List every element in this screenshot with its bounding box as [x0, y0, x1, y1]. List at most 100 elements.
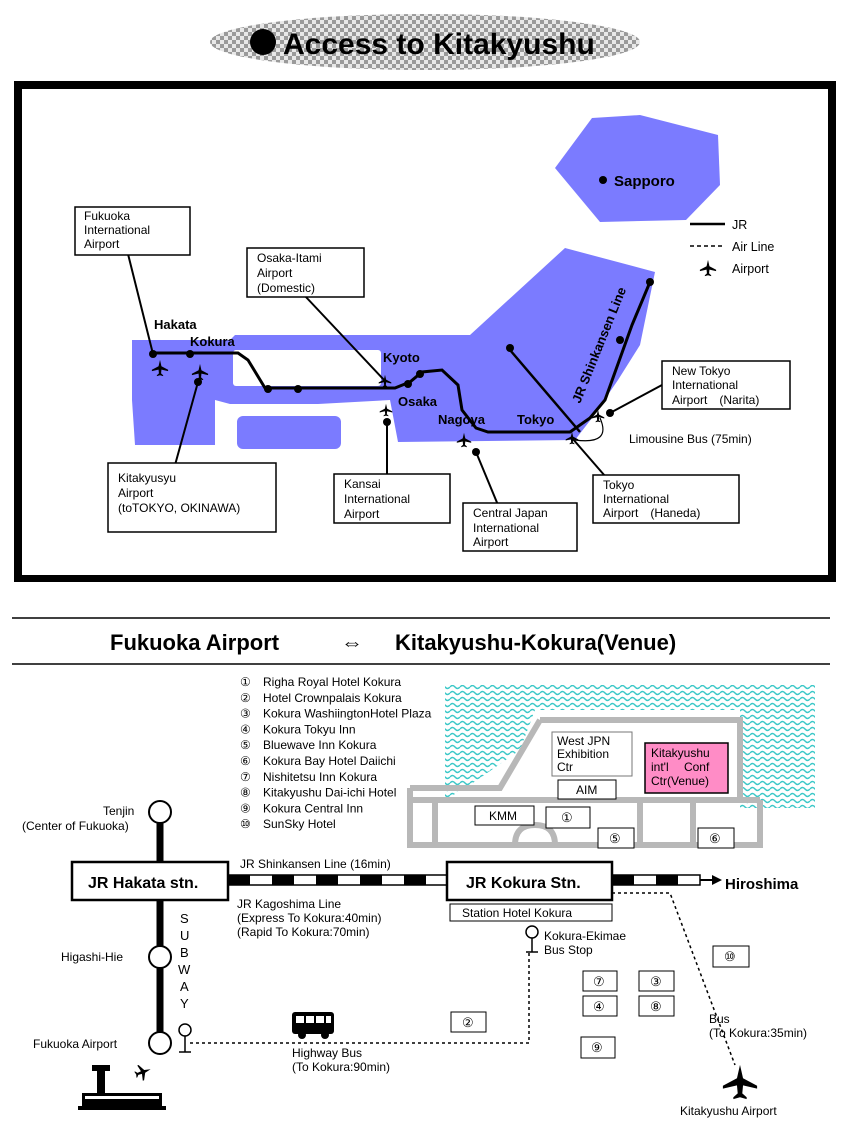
city-kyoto: Kyoto: [383, 350, 420, 365]
callout-central-japan: Central Japan International Airport: [462, 502, 578, 552]
hotel-number: ③: [240, 707, 251, 721]
hotel-name: Kokura Central Inn: [263, 801, 363, 815]
city-kokura: Kokura: [190, 334, 236, 349]
hotel-name: Kokura Bay Hotel Daiichi: [263, 754, 396, 768]
callout-kitakyusyu: Kitakyusyu Airport (toTOKYO, OKINAWA): [107, 462, 277, 533]
svg-text:(toTOKYO, OKINAWA): (toTOKYO, OKINAWA): [118, 501, 240, 515]
svg-text:②: ②: [462, 1015, 474, 1030]
honshu: [132, 248, 655, 445]
local-buildings: West JPN Exhibition Ctr Kitakyushu int'l…: [474, 731, 729, 826]
svg-text:Airport (Haneda): Airport (Haneda): [603, 506, 700, 520]
svg-text:int'l Conf: int'l Conf: [651, 760, 710, 774]
svg-text:Airport: Airport: [473, 535, 509, 549]
svg-text:Airport (Narita): Airport (Narita): [672, 393, 759, 407]
svg-text:Airport: Airport: [257, 266, 293, 280]
shikoku: [237, 416, 341, 449]
svg-text:Tenjin: Tenjin: [103, 804, 134, 818]
svg-text:JR Shinkansen Line (16min): JR Shinkansen Line (16min): [240, 857, 391, 871]
svg-text:Ctr(Venue): Ctr(Venue): [651, 774, 709, 788]
svg-text:⑤: ⑤: [609, 831, 621, 846]
jr-hakata-label: JR Hakata stn.: [88, 875, 198, 892]
hotel-number: ⑩: [240, 817, 251, 831]
svg-text:Fukuoka: Fukuoka: [84, 209, 130, 223]
map-legend: JR Air Line Airport: [690, 218, 774, 277]
airport-terminal-icon: [78, 1061, 166, 1110]
svg-text:International: International: [672, 378, 738, 392]
hotel-name: Kitakyushu Dai-ichi Hotel: [263, 786, 396, 800]
svg-text:B: B: [180, 945, 189, 960]
svg-text:JR Kagoshima Line: JR Kagoshima Line: [237, 897, 341, 911]
limousine-bus-label: Limousine Bus (75min): [629, 432, 752, 446]
train-labels: JR Shinkansen Line (16min) JR Kagoshima …: [237, 857, 391, 939]
jr-kokura-label: JR Kokura Stn.: [466, 875, 581, 892]
svg-text:Kokura-Ekimae: Kokura-Ekimae: [544, 929, 626, 943]
roads: [407, 717, 763, 848]
svg-text:New Tokyo: New Tokyo: [672, 364, 731, 378]
svg-text:A: A: [180, 979, 189, 994]
svg-text:W: W: [178, 962, 191, 977]
svg-text:④: ④: [593, 999, 605, 1014]
aim-label: AIM: [576, 783, 597, 797]
jr-stations: JR Hakata stn. JR Kokura Stn. Station Ho…: [70, 860, 614, 922]
svg-text:Kansai: Kansai: [344, 477, 381, 491]
svg-text:⑧: ⑧: [650, 999, 662, 1014]
svg-text:Airport: Airport: [732, 262, 769, 276]
svg-text:West JPN: West JPN: [557, 734, 610, 748]
svg-text:Tokyo: Tokyo: [603, 478, 635, 492]
svg-text:(Center of Fukuoka): (Center of Fukuoka): [22, 819, 129, 833]
subway-labels: Tenjin (Center of Fukuoka) Higashi-Hie F…: [22, 804, 134, 1051]
hotel-number: ⑥: [240, 754, 251, 768]
svg-text:(To Kokura:90min): (To Kokura:90min): [292, 1060, 390, 1074]
bus-icon: [292, 1012, 334, 1039]
kitakyushu-airport-icon: [722, 1064, 758, 1100]
hotel-number: ⑧: [240, 786, 251, 800]
hotel-number: ⑨: [240, 801, 251, 815]
svg-text:Bus Stop: Bus Stop: [544, 943, 593, 957]
jr-line: [155, 281, 652, 434]
bullet-icon: [250, 29, 276, 55]
title-banner: Access to Kitakyushu: [210, 14, 640, 70]
svg-text:Airport: Airport: [84, 237, 120, 251]
svg-text:(Domestic): (Domestic): [257, 281, 315, 295]
leader-lines: [127, 253, 663, 506]
kmm-label: KMM: [489, 809, 517, 823]
hotel-markers: ① ⑤ ⑥ ⑩ ⑦ ③ ④ ⑧ ⑨ ②: [450, 806, 750, 1059]
route-from: Fukuoka Airport: [110, 630, 280, 655]
bus-routes: [190, 892, 736, 1066]
svg-text:(Rapid To Kokura:70min): (Rapid To Kokura:70min): [237, 925, 370, 939]
svg-text:JR: JR: [732, 218, 747, 232]
svg-text:Bus: Bus: [709, 1012, 730, 1026]
hotel-name: Righa Royal Hotel Kokura: [263, 675, 401, 689]
route-to: Kitakyushu-Kokura(Venue): [395, 630, 676, 655]
bus-stop-label: Kokura-Ekimae Bus Stop: [544, 929, 626, 957]
hotel-name: Hotel Crownpalais Kokura: [263, 691, 402, 705]
land-masses: [132, 115, 720, 449]
svg-text:⑨: ⑨: [591, 1040, 603, 1055]
svg-text:⑥: ⑥: [709, 831, 721, 846]
city-sapporo: Sapporo: [614, 173, 675, 190]
svg-text:Central Japan: Central Japan: [473, 506, 548, 520]
callout-tokyo-haneda: Tokyo International Airport (Haneda): [592, 474, 740, 524]
double-arrow-icon: ⇔: [341, 630, 363, 655]
svg-text:International: International: [344, 492, 410, 506]
svg-text:Exhibition: Exhibition: [557, 747, 609, 761]
page-title: Access to Kitakyushu: [283, 28, 595, 61]
callout-fukuoka: Fukuoka International Airport: [74, 206, 191, 256]
svg-text:Airport: Airport: [118, 486, 154, 500]
city-nagoya: Nagoya: [438, 412, 486, 427]
bus-label: Bus (To Kokura:35min): [709, 1012, 807, 1040]
kitakyushu-airport-label: Kitakyushu Airport: [680, 1104, 777, 1118]
hotel-name: Kokura WashiingtonHotel Plaza: [263, 707, 432, 721]
jr-rail: [227, 874, 722, 886]
station-hotel-label: Station Hotel Kokura: [462, 906, 572, 920]
subway-stations: [148, 800, 172, 1055]
bus-stop-icons: [178, 925, 539, 1053]
svg-text:③: ③: [650, 974, 662, 989]
svg-text:International: International: [84, 223, 150, 237]
svg-text:Y: Y: [180, 996, 189, 1011]
callout-new-tokyo: New Tokyo International Airport (Narita): [661, 360, 791, 410]
callout-kansai: Kansai International Airport: [333, 473, 451, 524]
svg-text:⑦: ⑦: [593, 974, 605, 989]
